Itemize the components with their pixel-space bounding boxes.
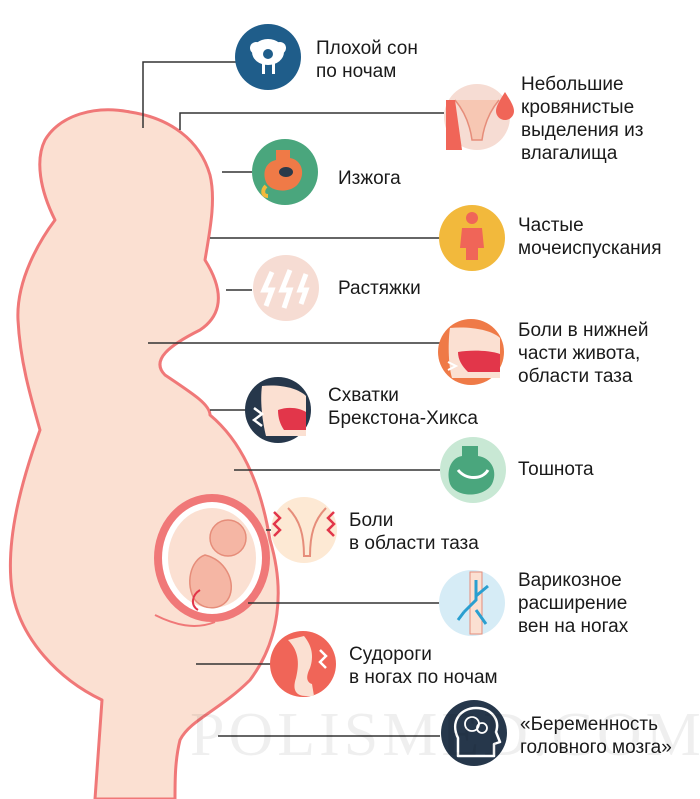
connector-lines <box>142 61 444 737</box>
contraction-icon <box>245 377 311 443</box>
label-braxton-hicks: Схватки Брекстона-Хикса <box>328 385 478 429</box>
brain-head-icon <box>441 700 507 766</box>
belly-contour-line <box>154 614 216 627</box>
watermark-text: POLISMED.COM <box>190 701 700 769</box>
label-spotting: Небольшие кровянистые выделения из влага… <box>521 74 644 164</box>
lower-abdomen-pain-icon <box>438 319 504 385</box>
varicose-veins-icon <box>439 570 505 636</box>
leg-cramp-icon <box>270 631 336 697</box>
sheep-icon <box>235 24 301 90</box>
label-stretch-marks: Растяжки <box>338 278 421 299</box>
blood-drop-icon <box>444 84 514 150</box>
stomach-nausea-icon <box>440 437 506 503</box>
label-leg-cramps: Судороги в ногах по ночам <box>349 644 498 688</box>
pregnant-woman-silhouette <box>8 108 280 799</box>
label-pelvic-pain: Боли в области таза <box>349 510 479 554</box>
label-heartburn: Изжога <box>338 168 401 189</box>
stomach-heartburn-icon <box>252 139 318 205</box>
label-pregnancy-brain: «Беременность головного мозга» <box>520 714 672 758</box>
pelvis-pain-icon <box>271 497 337 563</box>
label-poor-sleep: Плохой сон по ночам <box>316 38 418 82</box>
label-lower-abdominal-pain: Боли в нижней части живота, области таза <box>518 320 649 387</box>
label-varicose-veins: Варикозное расширение вен на ногах <box>518 570 629 637</box>
stretch-marks-icon <box>253 255 319 321</box>
label-frequent-urination: Частые мочеиспускания <box>518 215 662 259</box>
label-nausea: Тошнота <box>518 459 594 480</box>
person-bladder-icon <box>439 205 505 271</box>
uterus-fetus-illustration <box>154 494 270 622</box>
